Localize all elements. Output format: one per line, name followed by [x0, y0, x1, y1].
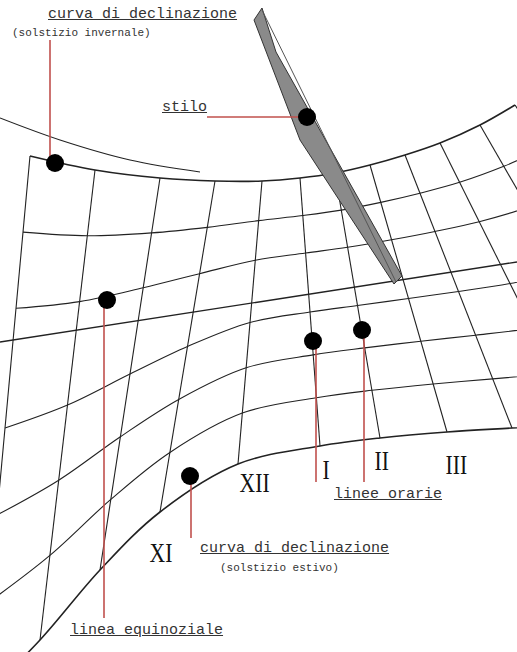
hour-numeral: I [321, 455, 331, 486]
declination-curve [0, 118, 200, 172]
callout-dot [298, 108, 316, 126]
part-label: curva di declinazione [46, 6, 239, 23]
leader-line [363, 336, 365, 482]
part-label: stilo [160, 99, 209, 116]
part-label: linea equinoziale [68, 622, 225, 639]
hour-line [480, 125, 517, 420]
hour-line [100, 178, 160, 570]
part-label: curva di declinazione [198, 540, 391, 557]
hour-line [0, 156, 30, 652]
callout-dot [98, 291, 116, 309]
declination-curve [23, 149, 517, 236]
hour-numeral: III [444, 450, 469, 481]
leader-line [49, 40, 51, 160]
leader-line [207, 116, 300, 118]
note-label: (solstizio estivo) [218, 562, 341, 575]
leader-line [315, 346, 317, 482]
hour-numeral: XI [148, 538, 174, 569]
callout-dot [304, 332, 322, 350]
hour-line [300, 178, 320, 446]
leader-line [190, 482, 192, 538]
hour-numeral: II [373, 446, 391, 477]
equinoctial-line [0, 262, 517, 342]
callout-dot [181, 467, 199, 485]
hour-line [440, 143, 517, 424]
hour-numeral: XII [238, 468, 271, 499]
note-label: (solstizio invernale) [10, 27, 153, 40]
sundial-grid [0, 105, 517, 652]
hour-line [370, 165, 447, 432]
hour-line [238, 181, 262, 464]
callout-dot [46, 154, 64, 172]
leader-line [103, 306, 105, 618]
hour-line [405, 155, 512, 428]
part-label: linee orarie [332, 486, 444, 503]
callout-dot [353, 321, 371, 339]
hour-line [40, 170, 95, 640]
hour-line [160, 181, 215, 512]
declination-curve [0, 416, 517, 652]
gnomon-edge [262, 10, 396, 282]
declination-curve [0, 360, 517, 602]
gnomon [254, 8, 402, 284]
declination-curve [0, 310, 517, 515]
declination-curve [30, 105, 515, 181]
hour-line [515, 105, 517, 416]
